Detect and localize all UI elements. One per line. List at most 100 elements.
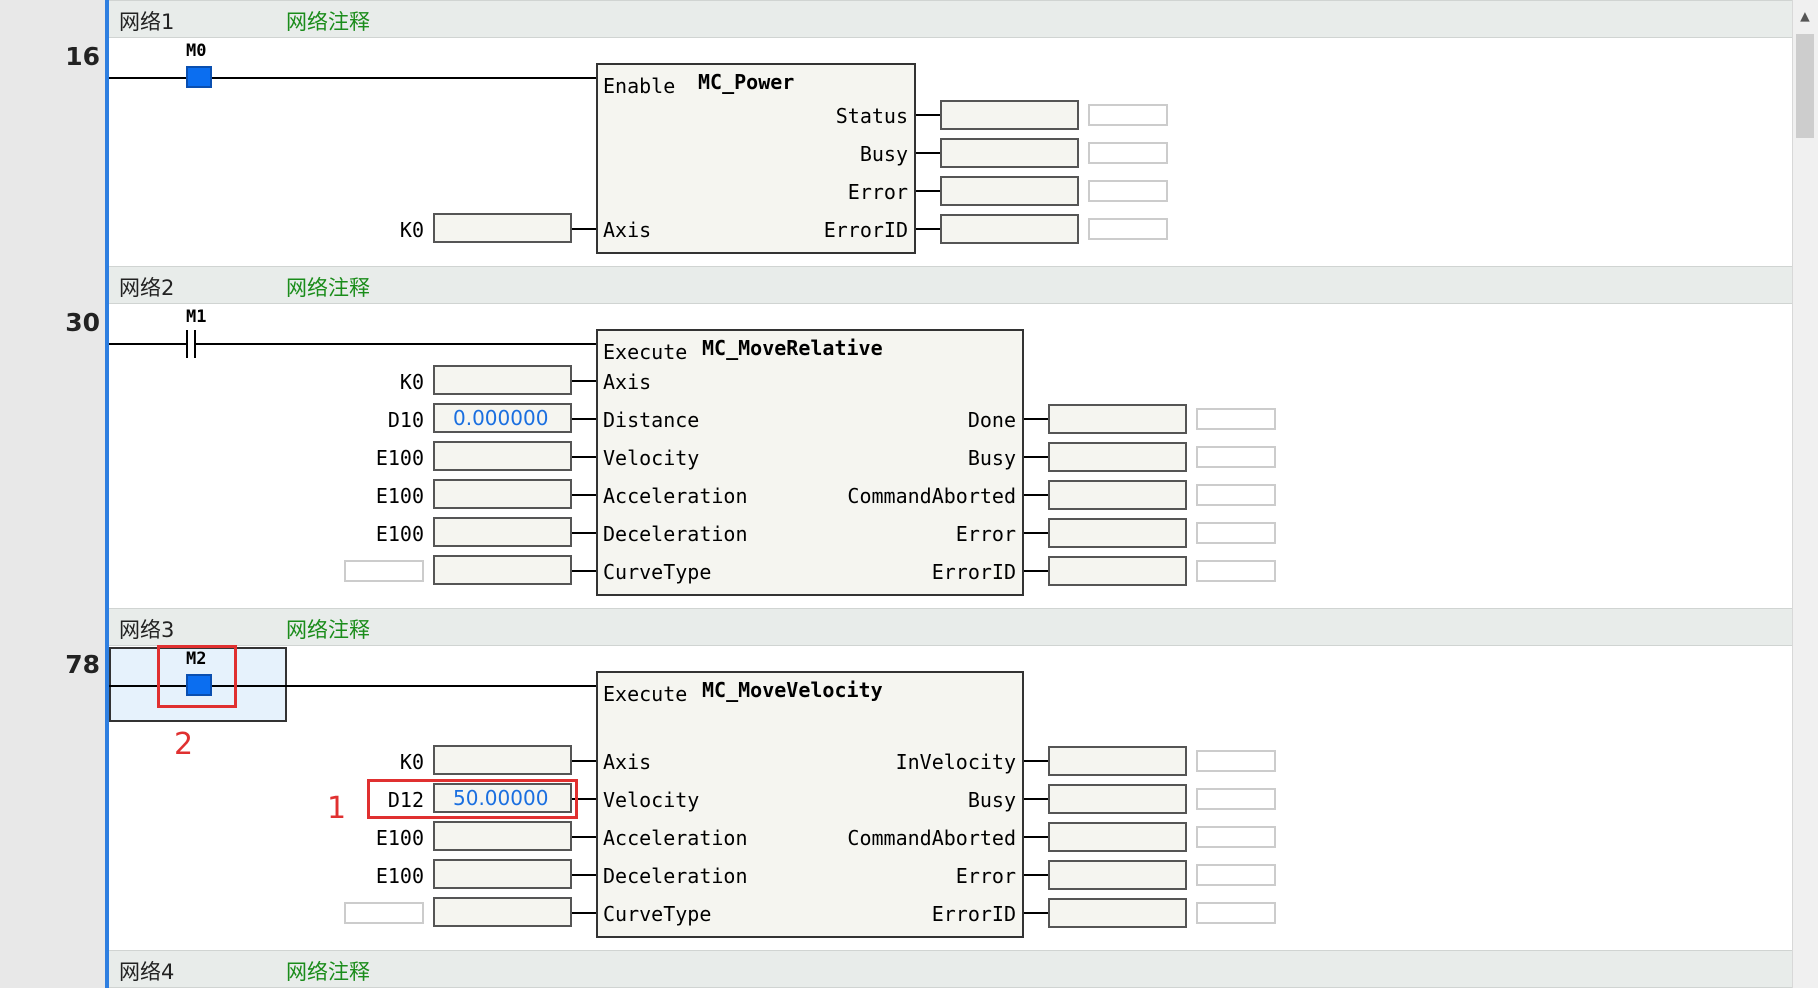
monitor-status [1088,104,1168,126]
input-axis[interactable] [433,213,572,243]
input-axis[interactable] [433,365,572,395]
scrollbar-thumb[interactable] [1796,34,1814,138]
pin-enable: Enable [603,74,676,98]
output-busy[interactable] [1048,442,1187,472]
pin-wire [916,152,940,154]
input-velocity[interactable]: 50.00000 [433,783,572,813]
network-3-header[interactable]: 网络3 网络注释 [109,608,1792,646]
pin-wire [1024,570,1048,572]
pin-error: Error [955,522,1016,546]
rung-wire [109,77,596,79]
output-errorid[interactable] [1048,556,1187,586]
pin-busy: Busy [967,446,1016,470]
monitor-done [1196,408,1276,430]
pin-execute: Execute [603,682,688,706]
operand-label: E100 [375,522,424,546]
annotation-label-1: 1 [327,791,347,826]
output-busy[interactable] [1048,784,1187,814]
pin-wire [572,456,596,458]
pin-distance: Distance [603,408,700,432]
pin-curvetype: CurveType [603,560,712,584]
contact-m0[interactable] [186,66,212,88]
pin-acceleration: Acceleration [603,484,748,508]
input-acceleration[interactable] [433,479,572,509]
output-error[interactable] [1048,518,1187,548]
contact-m1-no[interactable] [186,330,196,358]
network-4-header[interactable]: 网络4 网络注释 [109,950,1792,988]
operand-label: K0 [399,218,424,242]
network-name: 网络3 [119,618,175,642]
network-2-header[interactable]: 网络2 网络注释 [109,266,1792,304]
input-axis[interactable] [433,745,572,775]
network-1-header[interactable]: 网络1 网络注释 [109,0,1792,38]
input-distance[interactable]: 0.000000 [433,403,572,433]
pin-busy: Busy [967,788,1016,812]
pin-wire [572,494,596,496]
pin-deceleration: Deceleration [603,522,748,546]
output-errorid[interactable] [940,214,1079,244]
pin-errorid: ErrorID [823,218,908,242]
fb-title: MC_MoveRelative [702,336,883,360]
pin-error: Error [847,180,908,204]
pin-wire [1024,798,1048,800]
output-commandaborted[interactable] [1048,822,1187,852]
scroll-up-arrow-icon[interactable]: ▲ [1800,5,1810,25]
output-busy[interactable] [940,138,1079,168]
pin-acceleration: Acceleration [603,826,748,850]
function-block-mc-movevelocity[interactable] [596,671,1024,938]
rung-number: 30 [65,308,100,337]
monitor-commandaborted [1196,484,1276,506]
fb-title: MC_MoveVelocity [702,678,883,702]
network-comment[interactable]: 网络注释 [286,618,370,642]
network-comment[interactable]: 网络注释 [286,10,370,34]
pin-errorid: ErrorID [931,902,1016,926]
output-errorid[interactable] [1048,898,1187,928]
pin-wire [916,190,940,192]
network-name: 网络1 [119,10,175,34]
monitor-curvetype [344,560,424,582]
network-name: 网络2 [119,276,175,300]
monitor-invelocity [1196,750,1276,772]
output-done[interactable] [1048,404,1187,434]
pin-wire [572,228,596,230]
function-block-mc-moverelative[interactable] [596,329,1024,596]
monitor-curvetype [344,902,424,924]
contact-label: M0 [186,41,207,61]
pin-wire [916,114,940,116]
network-name: 网络4 [119,960,175,984]
monitor-busy [1196,446,1276,468]
pin-curvetype: CurveType [603,902,712,926]
network-comment[interactable]: 网络注释 [286,960,370,984]
output-error[interactable] [940,176,1079,206]
output-invelocity[interactable] [1048,746,1187,776]
input-deceleration[interactable] [433,859,572,889]
output-error[interactable] [1048,860,1187,890]
input-deceleration[interactable] [433,517,572,547]
monitor-busy [1088,142,1168,164]
pin-commandaborted: CommandAborted [847,484,1016,508]
network-comment[interactable]: 网络注释 [286,276,370,300]
pin-wire [1024,456,1048,458]
input-curvetype[interactable] [433,897,572,927]
output-status[interactable] [940,100,1079,130]
monitor-error [1196,864,1276,886]
input-curvetype[interactable] [433,555,572,585]
pin-wire [572,380,596,382]
pin-wire [1024,760,1048,762]
pin-wire [1024,494,1048,496]
output-commandaborted[interactable] [1048,480,1187,510]
input-acceleration[interactable] [433,821,572,851]
pin-status: Status [835,104,908,128]
contact-label: M2 [186,649,207,669]
input-velocity[interactable] [433,441,572,471]
pin-wire [1024,532,1048,534]
function-block-mc-power[interactable] [596,63,916,254]
pin-wire [1024,912,1048,914]
pin-wire [1024,418,1048,420]
monitor-busy [1196,788,1276,810]
vertical-scrollbar[interactable] [1792,0,1818,988]
contact-m2[interactable] [186,674,212,696]
annotation-label-2: 2 [174,727,194,762]
pin-invelocity: InVelocity [895,750,1016,774]
monitor-errorid [1088,218,1168,240]
